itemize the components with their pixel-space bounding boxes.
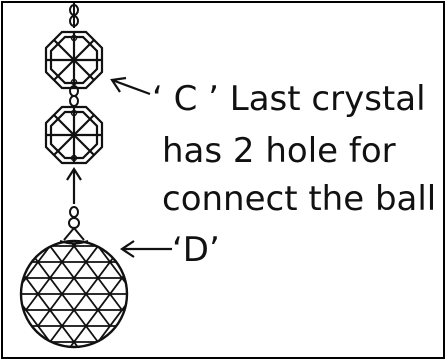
- label-c-line1: ‘ C ’ Last crystal: [152, 79, 426, 119]
- hole-4: [70, 154, 78, 162]
- ball-connector: [63, 206, 85, 241]
- hole-2: [70, 78, 78, 86]
- top-connector: [69, 3, 79, 28]
- arrow-to-c-icon: [110, 76, 151, 96]
- hole-1: [70, 34, 78, 42]
- label-d: ‘D’: [172, 230, 220, 270]
- up-arrow-icon: [66, 166, 82, 204]
- crystal-ball-d: [19, 239, 129, 349]
- label-c-line3: connect the ball: [162, 179, 437, 219]
- label-c-line2: has 2 hole for: [162, 131, 396, 171]
- hole-3: [70, 109, 78, 117]
- arrow-to-d-icon: [120, 240, 172, 258]
